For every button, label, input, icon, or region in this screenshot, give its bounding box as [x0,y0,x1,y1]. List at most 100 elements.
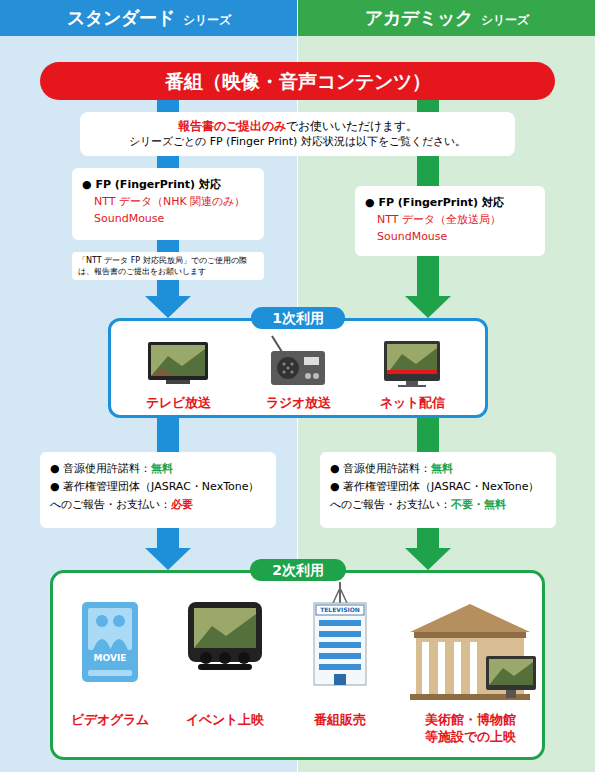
text-row: 番組（映像・音声コンテンツ） [40,62,555,100]
event-screen-icon [238,652,250,664]
dvd-icon [82,602,138,682]
museum-icon [410,604,536,700]
node-text: 1次利用 [251,307,345,329]
dvd-icon [96,615,108,627]
note-box: 「NTT データ FP 対応民放局」でのご使用の際は、報告書のご提出をお願いしま… [72,252,264,280]
tv-station-icon [319,631,361,637]
museum-icon [438,642,445,694]
monitor-icon [384,341,440,387]
radio-icon [277,357,299,379]
tv-station-icon [314,582,366,685]
node-text: ● 音源使用許諾料： [50,462,151,475]
node-text: シリーズ [481,13,529,27]
node-text: ● 著作権管理団体（JASRAC・NexTone）へのご報告・お支払い： [330,480,540,511]
tv-icon [151,345,205,376]
event-screen-icon [194,608,256,648]
node-text: ● FP (FingerPrint) 対応 [82,178,221,191]
tv-station-icon [316,605,364,615]
text-row: スタンダードシリーズ [0,0,297,36]
tv-icon [166,380,190,384]
radio-icon [287,367,290,370]
text-row: ● FP (FingerPrint) 対応 [82,176,254,193]
museum-icon [416,638,524,696]
monitor-icon [398,385,426,387]
radio-icon [283,371,286,374]
node-text: SoundMouse [94,212,164,225]
icon-label: TELEVISION [316,606,364,613]
node-text: 番組販売 [285,711,395,729]
text-row: NTT データ（NHK 関連のみ） [82,193,254,210]
dvd-icon [88,608,132,650]
node-text: シリーズ [183,13,231,27]
notice-box: 報告書のご提出のみでお使いいただけます。シリーズごとの FP (Finger P… [80,112,515,156]
museum-icon [454,642,461,694]
tv-station-icon [319,664,361,670]
tv-icon [151,368,175,376]
fee-box: ● 音源使用許諾料：無料● 著作権管理団体（JASRAC・NexTone）へのご… [40,452,276,528]
event-screen-icon [198,664,252,670]
node-text: 美術館・博物館等施設での上映 [422,711,518,745]
museum-icon [414,632,526,638]
tv-station-icon [319,642,361,648]
text-row: ● FP (FingerPrint) 対応 [365,194,535,211]
icon-label: MOVIE [85,653,135,663]
node-text: ネット配信 [362,394,462,412]
fingerprint-box: ● FP (FingerPrint) 対応 NTT データ（NHK 関連のみ） So… [72,168,264,240]
node-text: 番組（映像・音声コンテンツ） [165,70,431,92]
monitor-icon [387,344,437,374]
node-text: 2次利用 [250,559,346,581]
text-row: SoundMouse [82,210,254,227]
tv-icon [148,342,208,384]
node-text: イベント上映 [170,711,280,729]
text-row: ● 著作権管理団体（JASRAC・NexTone）へのご報告・お支払い：不要・無… [330,478,546,514]
node-text: ● FP (FingerPrint) 対応 [365,196,504,209]
dvd-icon [82,602,138,682]
event-screen-icon [188,602,262,670]
primary-use-box: 1次利用テレビ放送ラジオ放送ネット配信 [108,318,488,418]
tv-station-icon [319,653,361,659]
museum-icon [506,690,516,698]
node-text: シリーズごとの FP (Finger Print) 対応状況は以下をご覧ください… [129,135,466,148]
tv-icon [151,349,205,376]
radio-icon [271,336,325,385]
text-row: シリーズごとの FP (Finger Print) 対応状況は以下をご覧ください… [88,134,507,150]
node-text: ビデオグラム [55,711,165,729]
secondary-use-box: 2次利用ビデオグラムイベント上映番組販売美術館・博物館等施設での上映 [50,570,545,760]
dvd-icon [88,670,132,676]
flow-arrow [145,418,191,570]
flow-arrow [405,418,451,570]
tv-station-icon [333,588,347,603]
radio-icon [291,371,294,374]
node-text: 「NTT データ FP 対応民放局」でのご使用の際は、報告書のご提出をお願いしま… [78,256,247,276]
text-row: 報告書のご提出のみでお使いいただけます。 [88,118,507,134]
text-row: ● 音源使用許諾料：無料 [50,460,266,478]
event-screen-icon [188,602,262,662]
radio-icon [291,363,294,366]
radio-icon [313,373,319,379]
museum-icon [410,694,530,700]
monitor-icon [387,348,437,374]
radio-icon [305,373,311,379]
node-text: アカデミック [365,7,473,28]
radio-icon [304,357,319,365]
museum-icon [489,659,533,685]
node-text: NTT データ（NHK 関連のみ） [94,195,245,208]
fingerprint-box: ● FP (FingerPrint) 対応 NTT データ（全放送局） SoundM… [355,186,545,256]
dvd-icon [113,615,125,627]
node-text: でお使いいただけます。 [286,119,418,133]
text-row: ● 著作権管理団体（JASRAC・NexTone）へのご報告・お支払い：必要 [50,478,266,514]
text-row: ● 音源使用許諾料：無料 [330,460,546,478]
node-text: 報告書のご提出のみ [178,119,286,133]
dvd-icon [93,639,111,650]
node-text: 必要 [171,498,193,511]
event-screen-icon [194,614,256,648]
program-pill: 番組（映像・音声コンテンツ） [40,62,555,100]
node-text: SoundMouse [377,230,447,243]
event-screen-icon [219,652,231,664]
node-text: ● 著作権管理団体（JASRAC・NexTone）へのご報告・お支払い： [50,480,260,511]
node-text: ● 音源使用許諾料： [330,462,431,475]
flow-arrow [405,100,451,318]
radio-icon [271,351,325,385]
text-row: NTT データ（全放送局） [365,211,535,228]
node-text: ラジオ放送 [248,394,348,412]
